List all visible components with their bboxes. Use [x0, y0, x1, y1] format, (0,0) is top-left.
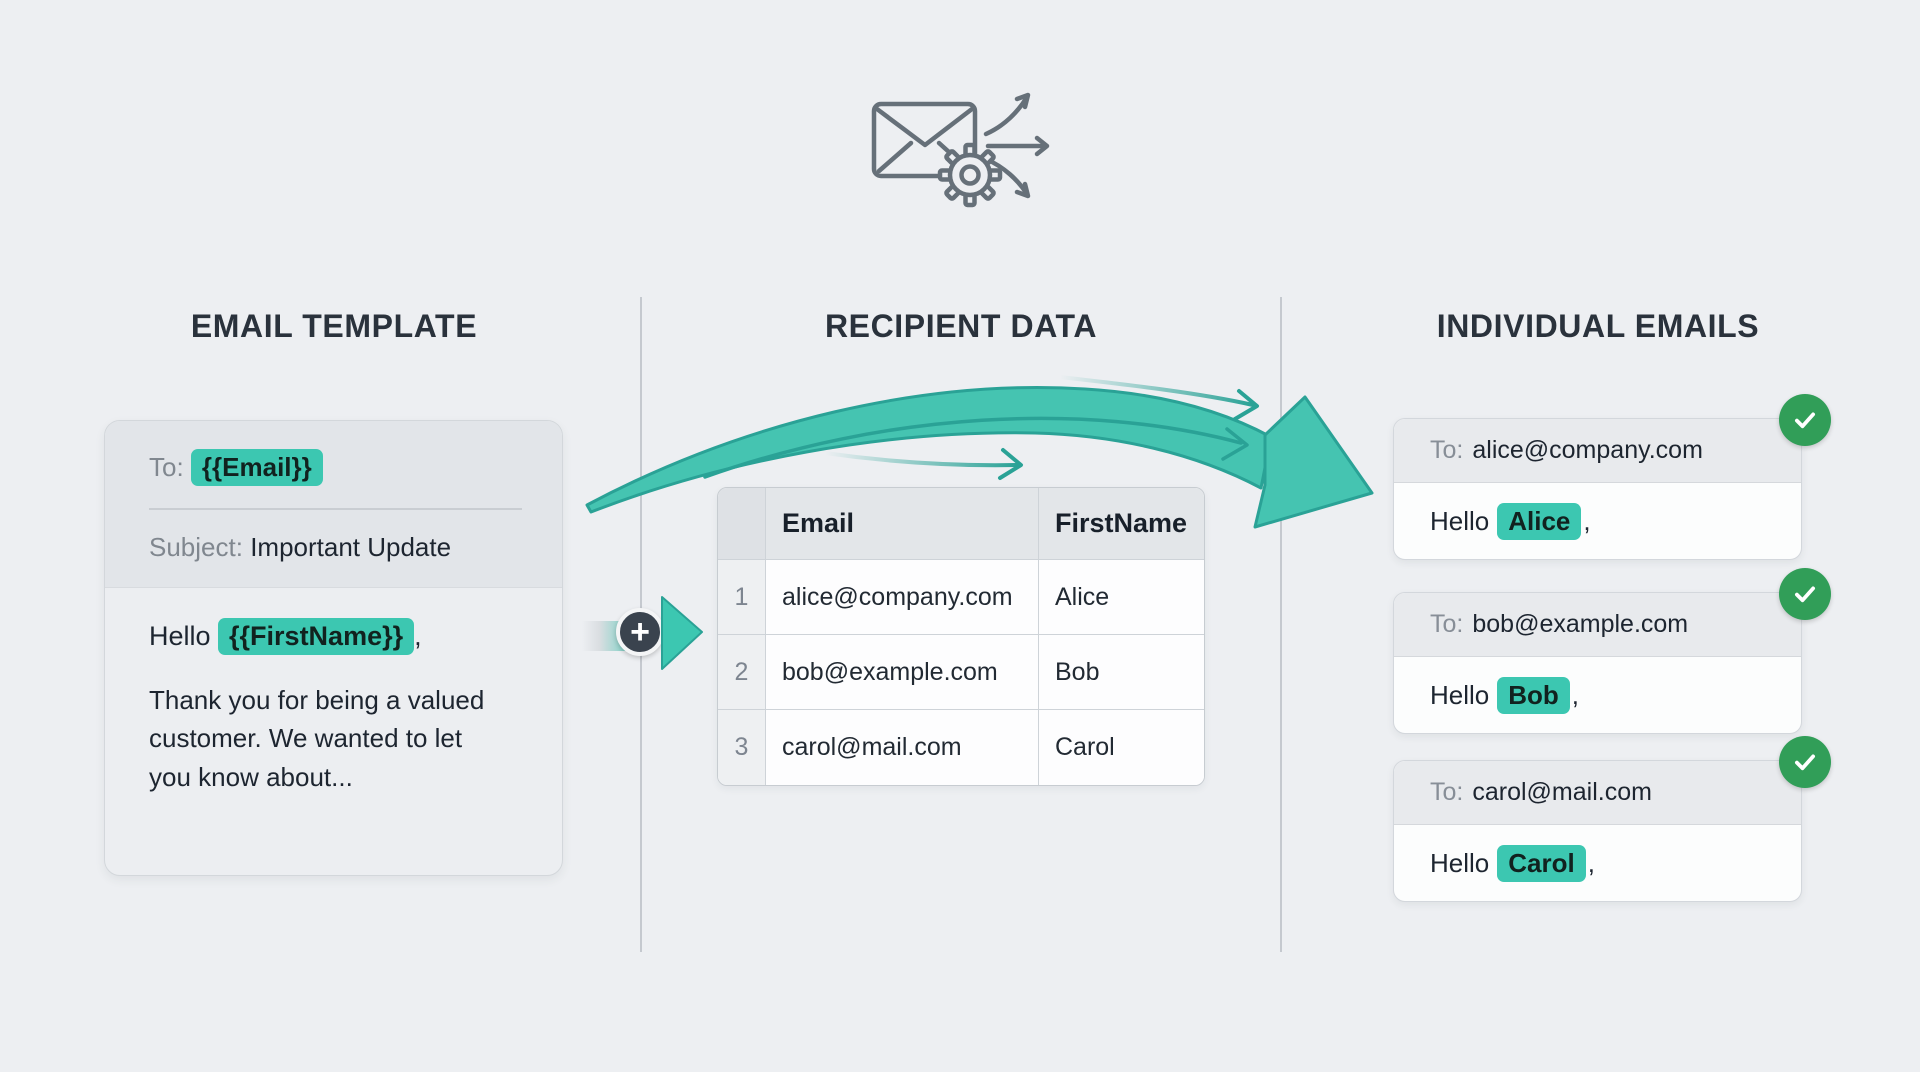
merge-arrow-inner-head: [1221, 427, 1249, 461]
table-cell-email: alice@company.com: [766, 560, 1039, 635]
table-cell-firstname: Bob: [1039, 635, 1204, 710]
table-cell-email: carol@mail.com: [766, 710, 1039, 785]
to-value: bob@example.com: [1472, 610, 1689, 638]
merge-arrow-head: [1253, 395, 1374, 529]
recipient-table: Email FirstName 1 alice@company.com Alic…: [717, 487, 1205, 786]
email-card-header: To: alice@company.com: [1394, 419, 1801, 483]
greeting-suffix: ,: [414, 621, 422, 651]
greeting-prefix: Hello: [149, 621, 219, 651]
merge-arrow-body: [585, 386, 1273, 514]
email-card-header: To: bob@example.com: [1394, 593, 1801, 657]
email-template-card: To: {{Email}} Subject: Important Update …: [104, 420, 563, 876]
speed-arrow-upper: [1058, 375, 1255, 407]
greeting-suffix: ,: [1583, 506, 1591, 536]
to-label: To:: [1430, 778, 1464, 806]
speed-arrow-upper-head: [1233, 389, 1259, 421]
speed-arrow-lower-head: [998, 448, 1023, 480]
template-paragraph: Thank you for being a valued customer. W…: [149, 685, 485, 792]
table-corner-cell: [718, 488, 766, 560]
heading-email-template: EMAIL TEMPLATE: [190, 308, 478, 344]
connector-arrowhead: [661, 596, 703, 670]
divider-right: [1280, 297, 1282, 952]
email-card-carol: To: carol@mail.com Hello Carol ,: [1393, 760, 1802, 902]
greeting-prefix: Hello: [1430, 848, 1490, 878]
template-to-row: To: {{Email}}: [149, 449, 542, 486]
table-header-email: Email: [766, 488, 1039, 560]
template-greeting: Hello {{FirstName}},: [149, 618, 526, 655]
to-label: To:: [1430, 436, 1464, 464]
check-icon: [1779, 394, 1831, 446]
check-icon: [1779, 736, 1831, 788]
greeting-prefix: Hello: [1430, 680, 1490, 710]
table-cell-firstname: Alice: [1039, 560, 1204, 635]
gear-icon: [937, 142, 1003, 208]
greeting-suffix: ,: [1571, 680, 1580, 710]
merged-name-chip: Alice: [1497, 503, 1582, 540]
table-header-firstname: FirstName: [1039, 488, 1204, 560]
email-card-body: Hello Carol ,: [1394, 825, 1801, 901]
email-card-body: Hello Bob ,: [1394, 657, 1801, 733]
email-card-bob: To: bob@example.com Hello Bob ,: [1393, 592, 1802, 734]
envelope-gear-fanout-icon: [871, 92, 1050, 208]
template-subject-row: Subject: Important Update: [149, 532, 542, 563]
email-token-chip: {{Email}}: [190, 449, 323, 486]
template-header-divider: [149, 508, 522, 510]
template-body: Hello {{FirstName}}, Thank you for being…: [105, 588, 562, 796]
heading-recipient-data: RECIPIENT DATA: [824, 308, 1098, 344]
check-icon: [1779, 568, 1831, 620]
to-value: carol@mail.com: [1472, 778, 1652, 806]
merged-name-chip: Bob: [1497, 677, 1570, 714]
greeting-suffix: ,: [1587, 848, 1595, 878]
email-card-alice: To: alice@company.com Hello Alice ,: [1393, 418, 1802, 560]
to-label: To:: [1430, 610, 1464, 638]
table-row-number: 1: [718, 560, 766, 635]
heading-individual-emails: INDIVIDUAL EMAILS: [1436, 308, 1760, 344]
to-value: alice@company.com: [1472, 436, 1703, 464]
subject-label: Subject:: [149, 532, 243, 562]
to-label: To:: [149, 452, 184, 482]
plus-icon: +: [616, 608, 664, 656]
merge-arrow-inner-line: [703, 416, 1243, 479]
speed-arrow-lower: [823, 451, 1019, 468]
email-card-header: To: carol@mail.com: [1394, 761, 1801, 825]
email-card-body: Hello Alice ,: [1394, 483, 1801, 559]
table-cell-email: bob@example.com: [766, 635, 1039, 710]
table-row-number: 3: [718, 710, 766, 785]
merged-name-chip: Carol: [1497, 845, 1586, 882]
greeting-prefix: Hello: [1430, 506, 1490, 536]
merge-arrow: [585, 375, 1374, 529]
table-cell-firstname: Carol: [1039, 710, 1204, 785]
table-row-number: 2: [718, 635, 766, 710]
subject-value: Important Update: [250, 532, 452, 562]
template-header: To: {{Email}} Subject: Important Update: [105, 421, 562, 588]
firstname-token-chip: {{FirstName}}: [218, 618, 415, 655]
